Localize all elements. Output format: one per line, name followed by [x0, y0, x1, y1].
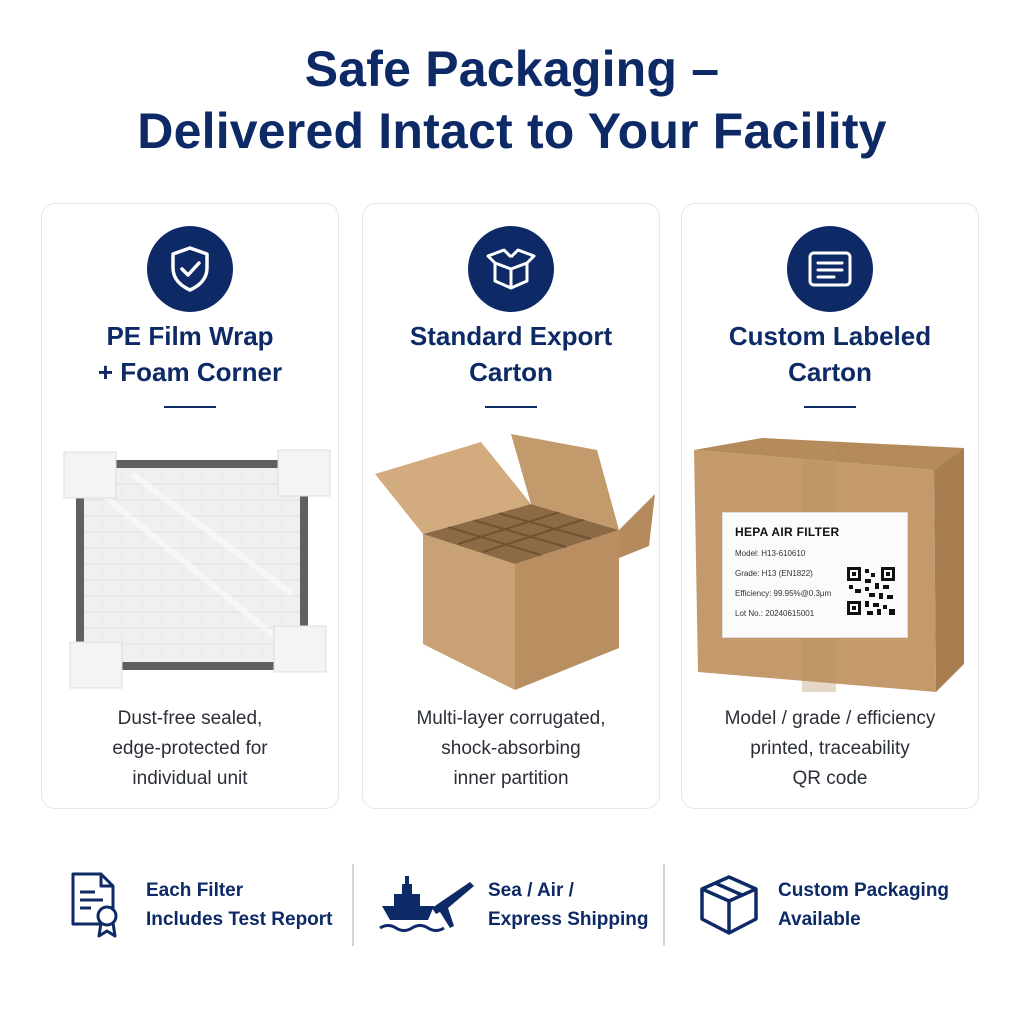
- label-document-icon: [787, 226, 873, 312]
- desc-line-3: individual unit: [132, 768, 248, 789]
- desc-line-1: Multi-layer corrugated,: [416, 708, 606, 729]
- desc-line-1: Model / grade / efficiency: [724, 708, 936, 729]
- feature-custom-packaging: Custom Packaging Available: [694, 862, 949, 948]
- card-title: PE Film Wrap + Foam Corner: [42, 318, 338, 390]
- card-title-line-2: + Foam Corner: [97, 357, 283, 387]
- card-description: Model / grade / efficiency printed, trac…: [682, 704, 978, 794]
- card-title-line-1: Standard Export: [409, 321, 613, 351]
- card-custom-labeled-carton: Custom Labeled Carton HEPA AIR FILTER Mo…: [681, 203, 979, 809]
- feature-line-1: Sea / Air /: [488, 880, 574, 901]
- feature-separator: [352, 864, 354, 946]
- label-lot: Lot No.: 20240615001: [735, 609, 815, 618]
- feature-line-2: Includes Test Report: [146, 909, 333, 930]
- divider: [164, 406, 216, 408]
- title-line-2: Delivered Intact to Your Facility: [137, 103, 887, 159]
- card-title: Custom Labeled Carton: [682, 318, 978, 390]
- labeled-carton-image: HEPA AIR FILTER Model: H13-610610 Grade:…: [682, 434, 978, 704]
- shipping-label: HEPA AIR FILTER Model: H13-610610 Grade:…: [722, 512, 908, 638]
- open-carton-image: [363, 434, 659, 704]
- desc-line-2: printed, traceability: [750, 738, 910, 759]
- feature-separator: [663, 864, 665, 946]
- divider: [804, 406, 856, 408]
- desc-line-1: Dust-free sealed,: [117, 708, 263, 729]
- label-heading: HEPA AIR FILTER: [735, 525, 840, 539]
- test-report-icon: [62, 870, 132, 940]
- card-title-line-2: Carton: [469, 357, 553, 387]
- card-title-line-1: Custom Labeled: [728, 321, 932, 351]
- shield-check-icon: [147, 226, 233, 312]
- feature-row: Each Filter Includes Test Report Sea / A…: [0, 862, 1024, 948]
- ship-plane-icon: [378, 870, 474, 940]
- open-box-icon: [468, 226, 554, 312]
- divider: [485, 406, 537, 408]
- title-line-1: Safe Packaging –: [304, 41, 720, 97]
- feature-line-2: Express Shipping: [488, 909, 649, 930]
- card-export-carton: Standard Export Carton Multi-layer corru…: [362, 203, 660, 809]
- card-description: Dust-free sealed, edge-protected for ind…: [42, 704, 338, 794]
- card-pe-film-wrap: PE Film Wrap + Foam Corner: [41, 203, 339, 809]
- qr-code-icon: [847, 567, 895, 615]
- desc-line-3: QR code: [792, 768, 868, 789]
- box-icon: [694, 870, 764, 940]
- feature-line-1: Custom Packaging: [778, 880, 950, 901]
- card-title-line-1: PE Film Wrap: [106, 321, 274, 351]
- label-efficiency: Efficiency: 99.95%@0.3μm: [735, 589, 832, 598]
- feature-line-1: Each Filter: [146, 880, 244, 901]
- card-title-line-2: Carton: [788, 357, 872, 387]
- desc-line-3: inner partition: [453, 768, 569, 789]
- card-description: Multi-layer corrugated, shock-absorbing …: [363, 704, 659, 794]
- feature-test-report: Each Filter Includes Test Report: [62, 862, 333, 948]
- label-grade: Grade: H13 (EN1822): [735, 569, 813, 578]
- card-title: Standard Export Carton: [363, 318, 659, 390]
- feature-shipping: Sea / Air / Express Shipping: [378, 862, 648, 948]
- desc-line-2: edge-protected for: [112, 738, 268, 759]
- wrapped-filter-image: [42, 434, 338, 704]
- label-model: Model: H13-610610: [735, 549, 806, 558]
- desc-line-2: shock-absorbing: [441, 738, 581, 759]
- page-title: Safe Packaging – Delivered Intact to You…: [0, 38, 1024, 162]
- feature-line-2: Available: [778, 909, 861, 930]
